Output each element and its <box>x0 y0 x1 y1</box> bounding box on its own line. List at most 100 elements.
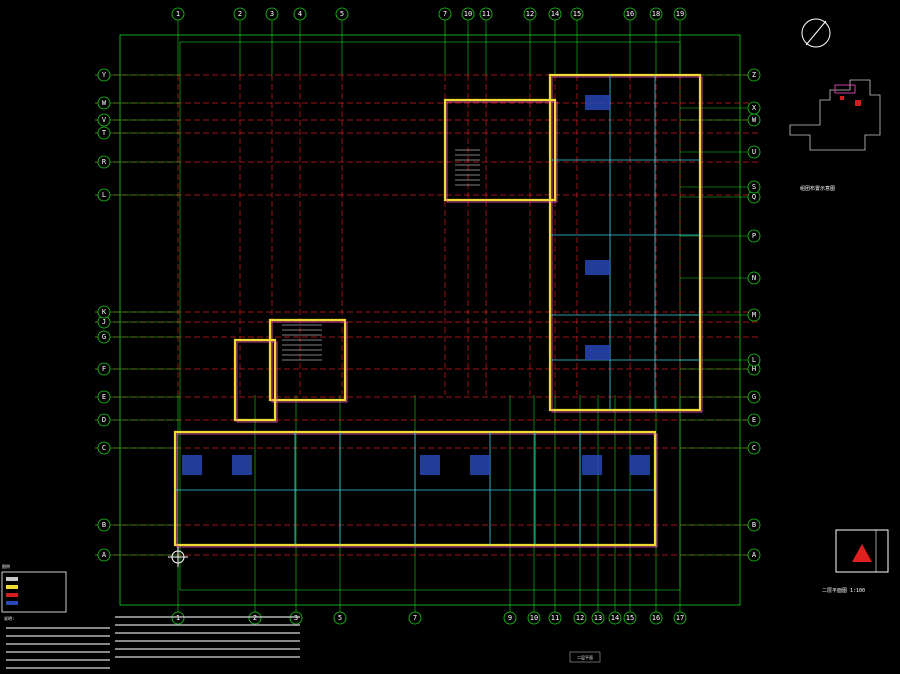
title-block-caption: 二层平面图 1:100 <box>822 588 865 594</box>
grid-bottom-12-label: 16 <box>652 614 660 622</box>
grid-top-2: 3 <box>265 7 279 21</box>
grid-bottom-13-label: 17 <box>676 614 684 622</box>
grid-right-3-label: E <box>752 416 756 424</box>
north-arrow-icon <box>801 18 831 48</box>
grid-bottom-0: 1 <box>171 611 185 625</box>
grid-top-8-label: 12 <box>526 10 534 18</box>
grid-right-11: S <box>747 180 761 194</box>
grid-left-9: L <box>97 188 111 202</box>
sheet-label-text: 二层平面 <box>577 654 593 660</box>
grid-left-8: K <box>97 305 111 319</box>
grid-bottom-13: 17 <box>673 611 687 625</box>
grid-right-6-label: L <box>752 356 756 364</box>
grid-left-5: F <box>97 362 111 376</box>
grid-bottom-4: 7 <box>408 611 422 625</box>
grid-top-1: 2 <box>233 7 247 21</box>
grid-bottom-10: 14 <box>608 611 622 625</box>
grid-top-5-label: 7 <box>443 10 447 18</box>
grid-right-2: C <box>747 441 761 455</box>
grid-left-7: J <box>97 315 111 329</box>
grid-left-5-label: F <box>102 365 106 373</box>
grid-left-11-label: T <box>102 129 107 137</box>
grid-left-1-label: B <box>102 521 106 529</box>
grid-bottom-9-label: 13 <box>594 614 602 622</box>
grid-right-10: Q <box>747 190 761 204</box>
grid-bottom-4-label: 7 <box>413 614 417 622</box>
grid-left-2: C <box>97 441 111 455</box>
grid-bottom-6-label: 10 <box>530 614 538 622</box>
crosshair-icon <box>168 547 188 567</box>
grid-top-1-label: 2 <box>238 10 242 18</box>
grid-left-9-label: L <box>102 191 106 199</box>
grid-bottom-2-label: 3 <box>294 614 298 622</box>
grid-bottom-11-label: 15 <box>626 614 634 622</box>
grid-right-15-label: Z <box>752 71 756 79</box>
grid-right-4-label: G <box>752 393 756 401</box>
grid-top-3: 4 <box>293 7 307 21</box>
grid-left-0-label: A <box>102 551 107 559</box>
grid-top-9-label: 14 <box>551 10 559 18</box>
grid-right-4: G <box>747 390 761 404</box>
grid-right-1: B <box>747 518 761 532</box>
grid-top-11: 16 <box>623 7 637 21</box>
grid-right-9-label: P <box>752 232 756 240</box>
grid-right-14-label: X <box>752 104 757 112</box>
grid-left-11: T <box>97 126 111 140</box>
grid-right-1-label: B <box>752 521 756 529</box>
grid-left-1: B <box>97 518 111 532</box>
key-plan: 组团布置示意图 <box>789 79 881 192</box>
grid-left-10-label: R <box>102 158 107 166</box>
title-block: 二层平面图 1:100 <box>822 529 889 594</box>
grid-bottom-8-label: 12 <box>576 614 584 622</box>
grid-right-6: L <box>747 353 761 367</box>
grid-right-8: N <box>747 271 761 285</box>
grid-top-10-label: 15 <box>573 10 581 18</box>
grid-bottom-7-label: 11 <box>551 614 559 622</box>
grid-right-12-label: U <box>752 148 756 156</box>
grid-right-0-label: A <box>752 551 757 559</box>
grid-right-7: M <box>747 308 761 322</box>
grid-top-6-label: 10 <box>464 10 472 18</box>
grid-left-13-label: W <box>102 99 107 107</box>
grid-top-12: 18 <box>649 7 663 21</box>
grid-top-6: 10 <box>461 7 475 21</box>
grid-left-4-label: E <box>102 393 106 401</box>
grid-left-12: V <box>97 113 111 127</box>
grid-left-0: A <box>97 548 111 562</box>
grid-left-14-label: Y <box>102 71 107 79</box>
grid-left-2-label: C <box>102 444 106 452</box>
grid-top-7-label: 11 <box>482 10 490 18</box>
notes-title: 说明: <box>4 615 14 621</box>
grid-bottom-11: 15 <box>623 611 637 625</box>
grid-bottom-12: 16 <box>649 611 663 625</box>
grid-top-4: 5 <box>335 7 349 21</box>
grid-right-5-label: H <box>752 365 756 373</box>
grid-left-8-label: K <box>102 308 107 316</box>
grid-top-7: 11 <box>479 7 493 21</box>
grid-bottom-0-label: 1 <box>176 614 180 622</box>
notes-block: 说明: <box>4 615 300 669</box>
grid-left-12-label: V <box>102 116 107 124</box>
grid-bottom-7: 11 <box>548 611 562 625</box>
grid-left-3-label: D <box>102 416 106 424</box>
grid-left-6: G <box>97 330 111 344</box>
grid-top-13-label: 19 <box>676 10 684 18</box>
grid-bottom-1: 2 <box>248 611 262 625</box>
grid-top-8: 12 <box>523 7 537 21</box>
grid-bottom-3-label: 5 <box>338 614 342 622</box>
grid-left-7-label: J <box>102 318 106 326</box>
grid-right-9: P <box>747 229 761 243</box>
grid-left-10: R <box>97 155 111 169</box>
grid-top-0: 1 <box>171 7 185 21</box>
grid-left-13: W <box>97 96 111 110</box>
grid-bottom-5-label: 9 <box>508 614 512 622</box>
grid-right-10-label: Q <box>752 193 756 201</box>
grid-top-10: 15 <box>570 7 584 21</box>
legend-box: 图例 <box>1 563 67 613</box>
grid-bottom-10-label: 14 <box>611 614 619 622</box>
grid-left-14: Y <box>97 68 111 82</box>
legend-title: 图例 <box>2 563 10 569</box>
grid-left-4: E <box>97 390 111 404</box>
grid-right-11-label: S <box>752 183 756 191</box>
